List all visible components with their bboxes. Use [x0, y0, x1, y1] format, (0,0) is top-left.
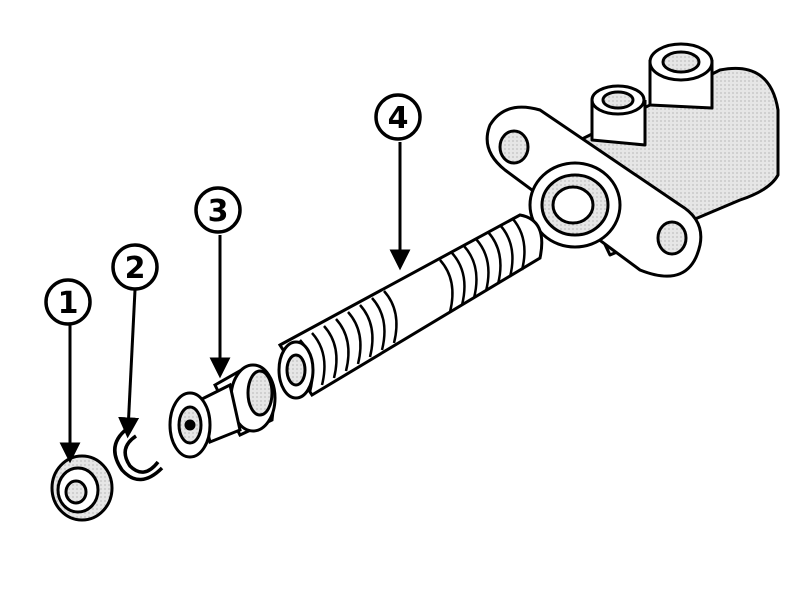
callout-1: 1 [44, 278, 92, 326]
callout-3-label: 3 [208, 194, 229, 229]
arrow-2 [118, 289, 140, 439]
master-cylinder-body [485, 42, 780, 278]
callout-3: 3 [194, 186, 242, 234]
piston-head [168, 363, 277, 459]
callout-4: 4 [374, 93, 422, 141]
callout-1-label: 1 [58, 286, 79, 321]
seal-boot [50, 454, 114, 522]
piston-spring-assembly [277, 213, 544, 400]
leader-arrows [59, 142, 411, 464]
callout-2-label: 2 [125, 251, 146, 286]
spring-coils-right [439, 217, 526, 313]
callout-2: 2 [111, 243, 159, 291]
snap-ring [113, 426, 164, 482]
callout-4-label: 4 [388, 101, 409, 136]
